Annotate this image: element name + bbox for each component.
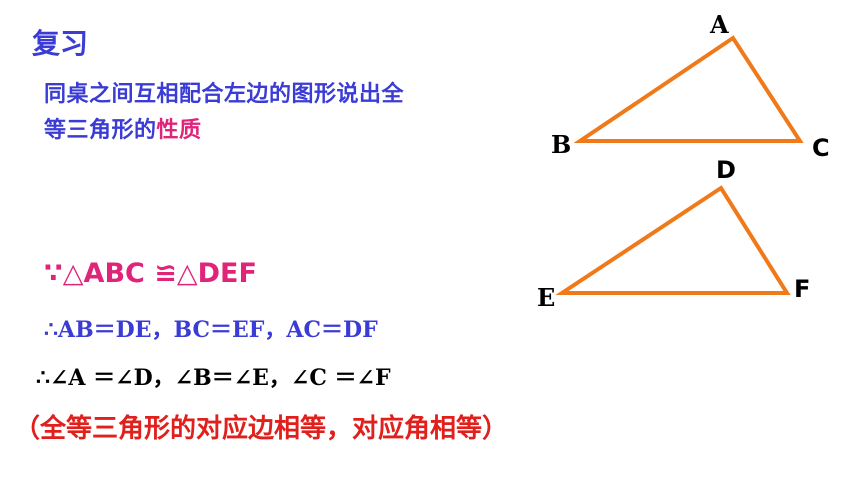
proof-given-congruence: ∵△ABC ≌△DEF: [44, 258, 257, 289]
vertex-label-a: A: [709, 10, 729, 39]
vertex-label-b: B: [551, 130, 571, 159]
vertex-label-e: E: [537, 283, 555, 312]
task-instruction-line1: 同桌之间互相配合左边的图形说出全: [44, 82, 405, 107]
task-highlight-property: 性质: [156, 118, 202, 143]
task-instruction-line2: 等三角形的性质: [44, 112, 202, 144]
proof-equal-sides: ∴AB＝DE，BC＝EF，AC＝DF: [44, 317, 378, 343]
vertex-label-d: D: [716, 156, 736, 184]
slide-title: 复习: [32, 27, 89, 60]
vertex-label-c: C: [812, 134, 830, 162]
task-line2-prefix: 等三角形的: [44, 118, 157, 143]
proof-equal-angles: ∴∠A ＝∠D，∠B＝∠E，∠C ＝∠F: [36, 365, 391, 391]
triangle-abc: [573, 35, 804, 143]
vertex-label-f: F: [794, 275, 810, 303]
proof-conclusion-note: （全等三角形的对应边相等，对应角相等）: [14, 414, 509, 444]
triangle-def: [555, 185, 791, 295]
